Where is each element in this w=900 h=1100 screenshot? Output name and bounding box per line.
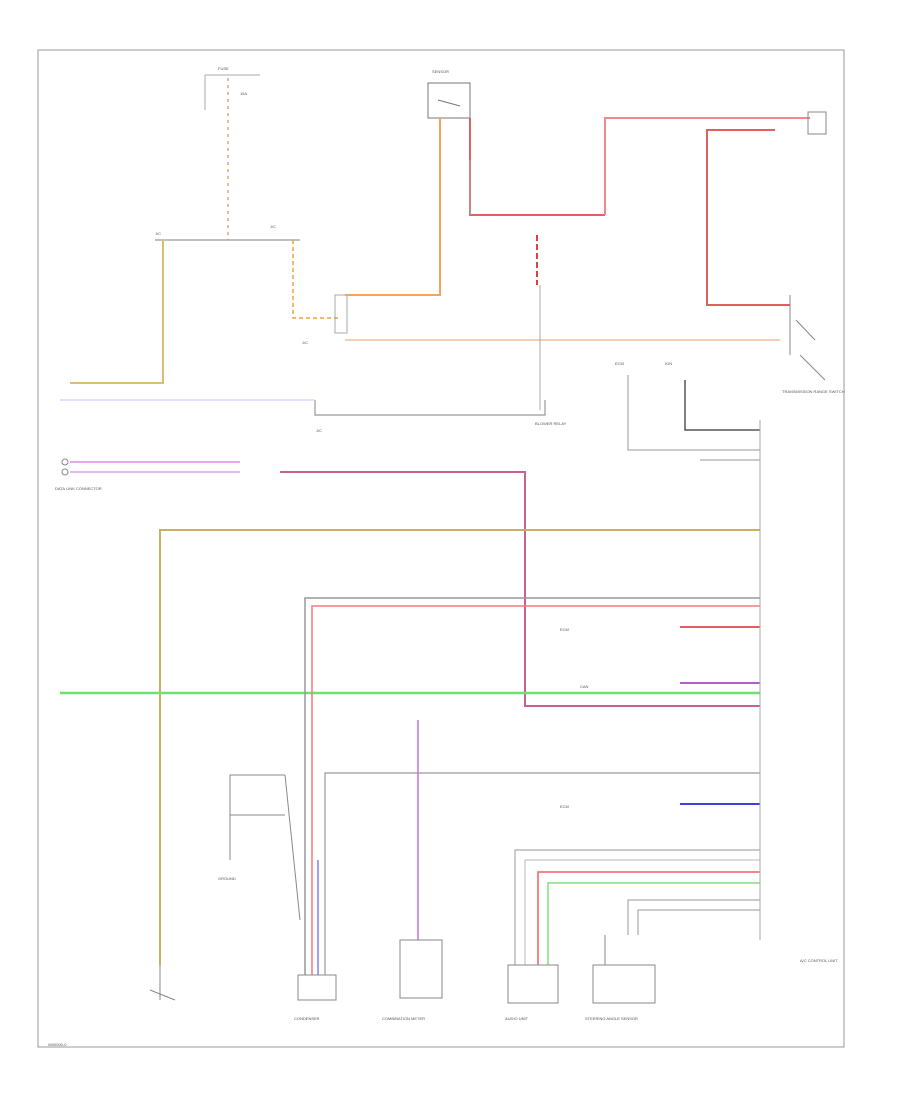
pink-wire-long [280, 471, 760, 707]
transmission-range-switch: TRANSMISSION RANGE SWITCH [782, 295, 845, 394]
relay-block: J/C [302, 294, 348, 345]
red-wire-top-right [604, 117, 810, 215]
combination-meter-label: COMBINATION METER [382, 1016, 425, 1021]
gray-wire-condenser-2 [324, 772, 760, 975]
sensor-top-label: SENSOR [432, 69, 449, 74]
ac-control-unit-label: A/C CONTROL UNIT [800, 958, 838, 963]
gray-wire-condenser [304, 597, 760, 975]
bottom-left-switch [149, 965, 176, 1001]
footer-code: W00000-0 [48, 1042, 67, 1047]
ac-control-unit-connector: A/C CONTROL UNIT [759, 420, 838, 963]
gray-wire-audio [514, 849, 760, 965]
ground-block: GROUND [218, 774, 301, 921]
condenser-label: CONDENSER [294, 1016, 320, 1021]
green-wire-label: CAN [580, 684, 589, 689]
top-left-fuse-block: FUSE 15A J/C J/C [155, 66, 300, 241]
green-wire-audio [547, 882, 760, 965]
red-wire-sensor [469, 118, 605, 216]
steering-sensor-label: STEERING ANGLE SENSOR [585, 1016, 638, 1021]
red-wire-trans [706, 129, 790, 306]
blue-short-label: ECM [560, 804, 569, 809]
red-wire-audio [537, 871, 760, 965]
sensor-top-center: SENSOR [427, 69, 471, 119]
orange-wire-sensor [345, 118, 441, 296]
gray-bus [314, 400, 546, 416]
condenser-component: CONDENSER [294, 974, 337, 1021]
tan-wire-left [70, 240, 164, 384]
fuse-label: FUSE [218, 66, 229, 71]
left-connector-group: DATA LINK CONNECTOR [55, 458, 102, 491]
audio-unit-label: AUDIO UNIT [505, 1016, 529, 1021]
audio-unit-component: AUDIO UNIT [505, 964, 559, 1021]
joint-right-label: J/C [270, 224, 276, 229]
fuse-note: 15A [240, 91, 247, 96]
left-connector-label: DATA LINK CONNECTOR [55, 486, 102, 491]
ambient-sensor-label: ECM [615, 361, 624, 366]
trans-switch-label: TRANSMISSION RANGE SWITCH [782, 389, 845, 394]
intake-sensor-label: IGN [665, 361, 672, 366]
steering-sensor-component: STEERING ANGLE SENSOR [585, 935, 656, 1021]
tan-wire-long [159, 529, 760, 965]
red-wire-condenser [311, 605, 760, 975]
ground-label: GROUND [218, 876, 236, 881]
jc-bottom-label: J/C [316, 428, 322, 433]
blower-relay-label: BLOWER RELAY [535, 421, 567, 426]
joint-left-label: J/C [155, 231, 161, 236]
relay-label: J/C [302, 340, 308, 345]
red-short-label: ECM [560, 627, 569, 632]
diagram-border [37, 49, 845, 1048]
tan-wire-relay [292, 240, 340, 319]
combination-meter-component: COMBINATION METER [382, 939, 443, 1021]
gray-wire-audio-2 [524, 859, 760, 965]
